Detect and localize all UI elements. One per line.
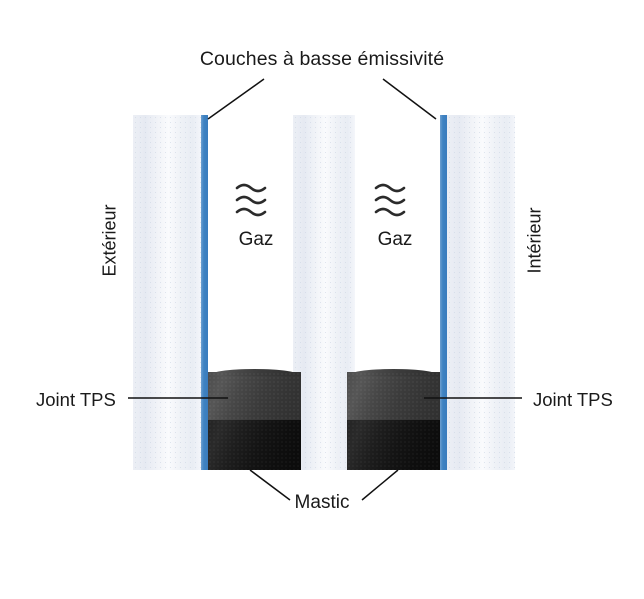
low-e-coating-outer [201, 115, 208, 470]
gas-wave-lines-icon [235, 183, 267, 217]
low-e-coating-inner [440, 115, 447, 470]
interior-side-label: Intérieur [524, 207, 545, 274]
exterior-side-label: Extérieur [99, 204, 120, 277]
tps-joint-outer [208, 369, 301, 420]
mastic-sealant-inner [347, 420, 440, 470]
gas-label-outer: Gaz [238, 229, 274, 250]
mastic-sealant-outer [208, 420, 301, 470]
gas-wave-lines-icon [374, 183, 406, 217]
tps-joint-label-left: Joint TPS [36, 389, 116, 410]
tps-joint-inner [347, 369, 440, 420]
mastic-label: Mastic [294, 492, 350, 513]
inner-glass-pane [447, 115, 515, 470]
leader-lowe-left [207, 78, 265, 120]
outer-glass-pane [133, 115, 201, 470]
gas-label-inner: Gaz [377, 229, 413, 250]
leader-lowe-right [382, 78, 437, 120]
low-e-coating-title: Couches à basse émissivité [199, 48, 445, 70]
tps-joint-label-right: Joint TPS [533, 389, 613, 410]
middle-glass-pane [293, 115, 355, 470]
